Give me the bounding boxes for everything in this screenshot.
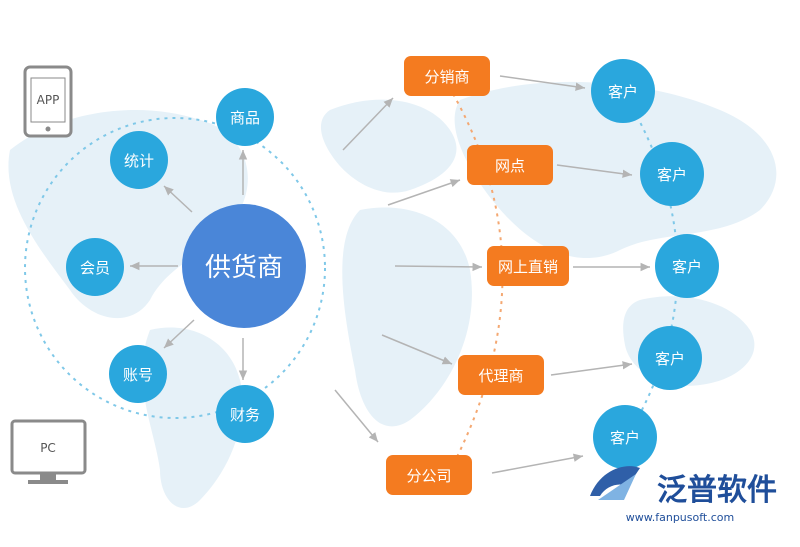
outlet-label: 网点 (495, 157, 525, 175)
arrow-agent-customer (550, 361, 633, 376)
account-label: 账号 (123, 366, 153, 384)
branch-node: 分公司 (386, 455, 472, 495)
arrow-distributor-customer (499, 75, 586, 91)
supplier-label: 供货商 (205, 253, 283, 283)
customer-label: 客户 (608, 83, 638, 101)
monitor-icon: PC (10, 419, 87, 484)
logo-url: www.fanpusoft.com (626, 511, 734, 524)
online-direct-node: 网上直销 (487, 246, 569, 286)
stats-node: 统计 (110, 131, 168, 189)
distributor-label: 分销商 (424, 68, 469, 86)
customer-label: 客户 (672, 258, 702, 276)
supplier-node: 供货商 (182, 204, 306, 328)
arrow-to-distributor (342, 97, 394, 151)
customer-label: 客户 (655, 350, 685, 368)
stats-label: 统计 (124, 152, 154, 170)
agent-label: 代理商 (478, 367, 523, 385)
arrow-outlet-customer (556, 164, 633, 178)
branch-label: 分公司 (406, 467, 451, 485)
arrow-to-outlet (387, 179, 461, 206)
logo-name: 泛普软件 (657, 473, 777, 508)
finance-node: 财务 (216, 385, 274, 443)
goods-label: 商品 (230, 109, 260, 127)
arrow-to-branch (334, 389, 379, 443)
customer-node: 客户 (640, 142, 704, 206)
member-label: 会员 (80, 259, 110, 277)
arrow-to-online-direct (394, 262, 483, 272)
outlet-node: 网点 (467, 145, 553, 185)
arrow-center-account (163, 319, 195, 349)
app-label: APP (37, 93, 60, 107)
goods-node: 商品 (216, 88, 274, 146)
left-dashed-ring (24, 117, 326, 419)
arrow-branch-customer (491, 453, 584, 474)
arrow-center-stats (163, 185, 193, 213)
pc-label: PC (40, 441, 56, 455)
customer-node: 客户 (591, 59, 655, 123)
customer-label: 客户 (610, 429, 640, 447)
customer-node: 客户 (593, 405, 657, 469)
member-node: 会员 (66, 238, 124, 296)
customer-label: 客户 (657, 166, 687, 184)
finance-label: 财务 (230, 406, 260, 424)
customer-dashed-arc (624, 94, 679, 441)
online-direct-label: 网上直销 (498, 258, 558, 276)
agent-node: 代理商 (458, 355, 544, 395)
fanpu-logo-icon (590, 466, 640, 500)
fanpu-logo: 泛普软件 www.fanpusoft.com (590, 466, 777, 524)
account-node: 账号 (109, 345, 167, 403)
phone-icon: APP (23, 65, 73, 138)
customer-node: 客户 (638, 326, 702, 390)
customer-node: 客户 (655, 234, 719, 298)
channel-dashed-arc (444, 79, 504, 481)
arrow-to-agent (381, 334, 453, 365)
distributor-node: 分销商 (404, 56, 490, 96)
